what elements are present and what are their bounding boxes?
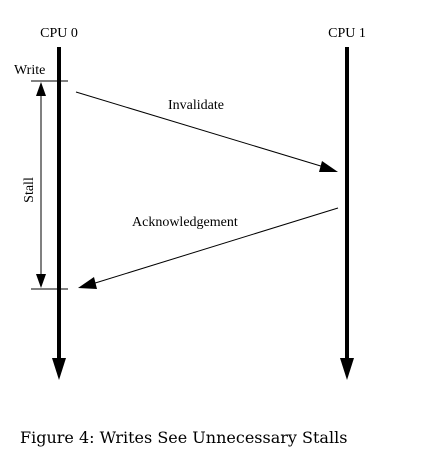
acknowledgement-label: Acknowledgement [132, 215, 238, 230]
invalidate-message-arrow [75, 91, 338, 172]
figure-caption: Figure 4: Writes See Unnecessary Stalls [20, 428, 348, 447]
stall-label: Stall [22, 177, 37, 203]
cpu1-label: CPU 1 [328, 26, 366, 41]
acknowledgement-message-arrow [78, 207, 339, 289]
timeline-diagram: CPU 0 CPU 1 Write Stall Invalidate Ackno… [14, 26, 366, 380]
stall-interval-arrow [36, 82, 46, 288]
invalidate-label: Invalidate [168, 98, 224, 113]
write-label: Write [14, 63, 45, 78]
cpu1-timeline [340, 47, 354, 380]
cpu0-label: CPU 0 [40, 26, 78, 41]
cpu0-timeline [52, 47, 66, 380]
